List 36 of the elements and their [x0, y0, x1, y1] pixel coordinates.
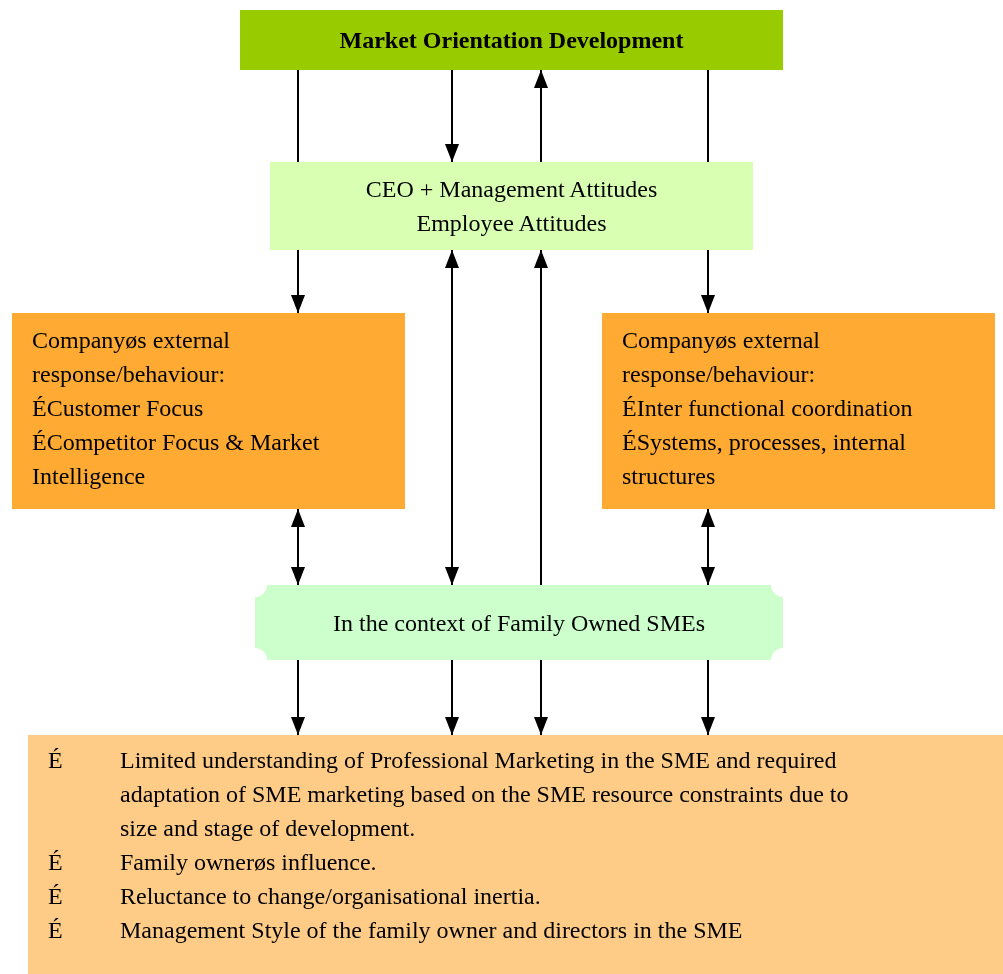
arrow [534, 249, 548, 586]
arrow [701, 659, 715, 736]
arrow [445, 69, 459, 163]
arrow [445, 659, 459, 736]
factors-box [28, 735, 1003, 974]
response-item: ÉSystems, processes, internal structures [622, 428, 907, 491]
response-item: ÉInter functional coordination [622, 394, 914, 423]
response-heading: Companyøs external response/behaviour: [32, 326, 231, 389]
arrow [534, 69, 548, 163]
bullet-mark: É [48, 882, 63, 911]
bullet-mark: É [48, 746, 63, 775]
bullet-mark: É [48, 916, 63, 945]
attitude-text: CEO + Management Attitudes [364, 175, 659, 204]
arrow [701, 249, 715, 314]
factor-text: Limited understanding of Professional Marketing in the SME and required adaptation of SME marketing based on the SME resource constraints due to size and stage of development. [120, 746, 850, 843]
response-item: ÉCompetitor Focus & Market Intelligence [32, 428, 321, 491]
title-text: Market Orientation Development [339, 26, 684, 55]
arrow [445, 249, 459, 586]
attitude-text: Employee Attitudes [415, 209, 608, 238]
arrow [291, 659, 305, 736]
factor-text: Reluctance to change/organisational inertia. [120, 882, 542, 911]
arrow [291, 508, 305, 586]
factor-text: Family ownerøs influence. [120, 848, 378, 877]
context-plaque [255, 585, 783, 660]
arrow [291, 249, 305, 314]
response-heading: Companyøs external response/behaviour: [622, 326, 821, 389]
attitudes-box [270, 162, 753, 250]
response-box [12, 313, 405, 509]
title-box [240, 10, 783, 70]
context-text: In the context of Family Owned SMEs [333, 608, 705, 638]
factor-text: Management Style of the family owner and directors in the SME [120, 916, 744, 945]
arrow [534, 659, 548, 736]
bullet-mark: É [48, 848, 63, 877]
response-box [602, 313, 995, 509]
arrow [701, 508, 715, 586]
response-item: ÉCustomer Focus [32, 394, 205, 423]
